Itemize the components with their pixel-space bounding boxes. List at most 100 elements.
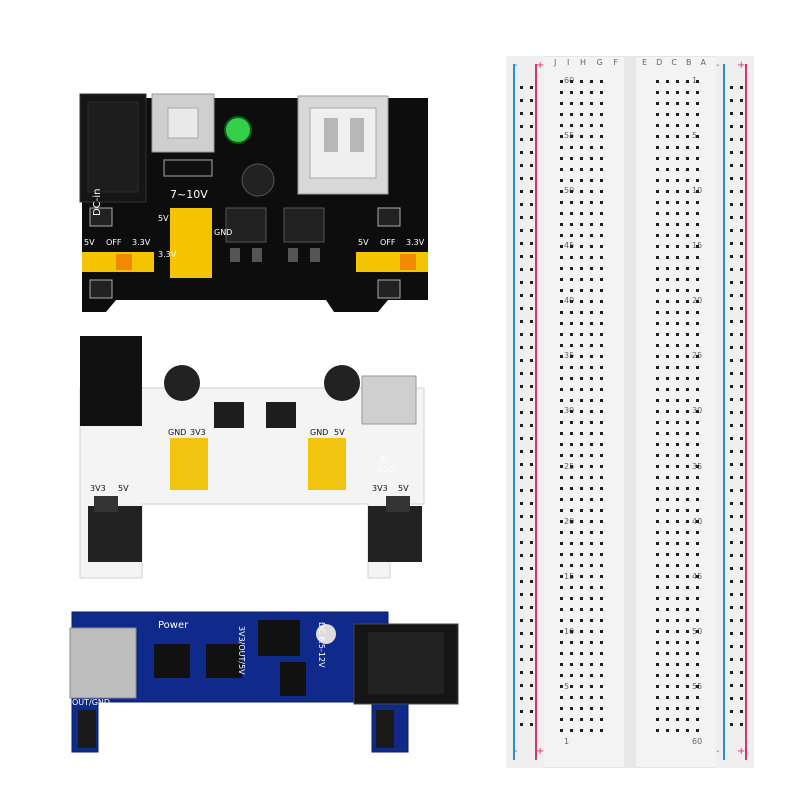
breadboard-hole xyxy=(656,432,659,435)
breadboard-rail-hole xyxy=(520,346,523,349)
breadboard-hole xyxy=(560,465,563,468)
breadboard-hole xyxy=(590,597,593,600)
breadboard-hole xyxy=(560,476,563,479)
breadboard-rail-hole xyxy=(730,242,733,245)
breadboard-rail-hole xyxy=(740,554,743,557)
breadboard-hole xyxy=(676,641,679,644)
breadboard-hole xyxy=(686,487,689,490)
breadboard-hole xyxy=(560,575,563,578)
breadboard-rail-hole xyxy=(520,333,523,336)
breadboard-hole xyxy=(686,377,689,380)
breadboard-hole xyxy=(570,179,573,182)
breadboard-hole xyxy=(696,267,699,270)
breadboard-row-number: 5 xyxy=(692,131,698,141)
breadboard-hole xyxy=(696,718,699,721)
board2-right-top-gnd: GND xyxy=(310,428,329,437)
breadboard-hole xyxy=(580,333,583,336)
breadboard-hole xyxy=(676,179,679,182)
breadboard-hole xyxy=(570,498,573,501)
breadboard-hole xyxy=(560,113,563,116)
breadboard-hole xyxy=(590,454,593,457)
breadboard-hole xyxy=(656,256,659,259)
breadboard-rail-hole xyxy=(740,541,743,544)
breadboard-rail-hole xyxy=(530,294,533,297)
breadboard-hole xyxy=(666,608,669,611)
breadboard-hole xyxy=(590,179,593,182)
breadboard-hole xyxy=(686,663,689,666)
breadboard-hole xyxy=(676,113,679,116)
breadboard-rail-hole xyxy=(530,99,533,102)
breadboard-hole xyxy=(590,674,593,677)
breadboard-hole xyxy=(656,487,659,490)
breadboard-hole xyxy=(590,531,593,534)
breadboard-hole xyxy=(600,146,603,149)
breadboard-hole xyxy=(696,300,699,303)
breadboard-hole xyxy=(560,586,563,589)
breadboard-rail-hole xyxy=(740,359,743,362)
breadboard-hole xyxy=(686,630,689,633)
breadboard-hole xyxy=(560,619,563,622)
breadboard-hole xyxy=(676,718,679,721)
breadboard-rail-hole xyxy=(740,138,743,141)
breadboard-hole xyxy=(570,91,573,94)
breadboard-hole xyxy=(656,608,659,611)
breadboard-hole xyxy=(676,575,679,578)
breadboard-hole xyxy=(580,520,583,523)
breadboard-hole xyxy=(666,377,669,380)
breadboard-hole xyxy=(656,476,659,479)
breadboard-hole xyxy=(600,256,603,259)
breadboard-hole xyxy=(666,135,669,138)
breadboard-rail-hole xyxy=(740,658,743,661)
breadboard-hole xyxy=(676,410,679,413)
breadboard-hole xyxy=(656,102,659,105)
breadboard-hole xyxy=(696,388,699,391)
board2-right-bottom-5v: 5V xyxy=(398,484,409,493)
breadboard-rail-hole xyxy=(520,99,523,102)
breadboard-hole xyxy=(560,344,563,347)
breadboard-hole xyxy=(580,344,583,347)
breadboard-hole xyxy=(570,619,573,622)
breadboard-body xyxy=(505,55,755,769)
breadboard-hole xyxy=(656,564,659,567)
breadboard-hole xyxy=(696,223,699,226)
breadboard-hole xyxy=(656,223,659,226)
breadboard-rail-hole xyxy=(740,398,743,401)
breadboard-hole xyxy=(686,597,689,600)
breadboard-hole xyxy=(696,245,699,248)
breadboard-hole xyxy=(580,685,583,688)
breadboard-hole xyxy=(696,190,699,193)
breadboard-hole xyxy=(570,685,573,688)
breadboard-hole xyxy=(560,168,563,171)
breadboard-hole xyxy=(560,190,563,193)
breadboard-rail-hole xyxy=(730,307,733,310)
breadboard-rail-hole xyxy=(520,151,523,154)
breadboard-column-labels-left-top: J I H G F xyxy=(554,58,618,67)
breadboard-hole xyxy=(666,696,669,699)
breadboard-hole xyxy=(560,223,563,226)
breadboard-hole xyxy=(656,575,659,578)
breadboard-rail-hole xyxy=(530,86,533,89)
breadboard-hole xyxy=(676,322,679,325)
breadboard-hole xyxy=(676,630,679,633)
breadboard-hole xyxy=(686,509,689,512)
breadboard-hole xyxy=(686,641,689,644)
breadboard-hole xyxy=(696,322,699,325)
breadboard-hole xyxy=(696,399,699,402)
breadboard-hole xyxy=(656,113,659,116)
breadboard-rail-hole xyxy=(740,632,743,635)
breadboard-hole xyxy=(560,553,563,556)
breadboard-hole xyxy=(666,564,669,567)
breadboard-rail-hole xyxy=(740,684,743,687)
breadboard-hole xyxy=(676,564,679,567)
breadboard-hole xyxy=(676,102,679,105)
breadboard-rail-hole xyxy=(530,411,533,414)
breadboard-hole xyxy=(600,663,603,666)
breadboard-hole xyxy=(560,377,563,380)
breadboard-hole xyxy=(686,190,689,193)
breadboard-rail-hole xyxy=(530,632,533,635)
breadboard-hole xyxy=(590,476,593,479)
board3-power-module: Power OUT/GND 3V3/OUT/5V DC 6.5-12V xyxy=(68,604,464,762)
breadboard-rail-hole xyxy=(730,489,733,492)
breadboard-hole xyxy=(686,168,689,171)
breadboard-hole xyxy=(676,190,679,193)
